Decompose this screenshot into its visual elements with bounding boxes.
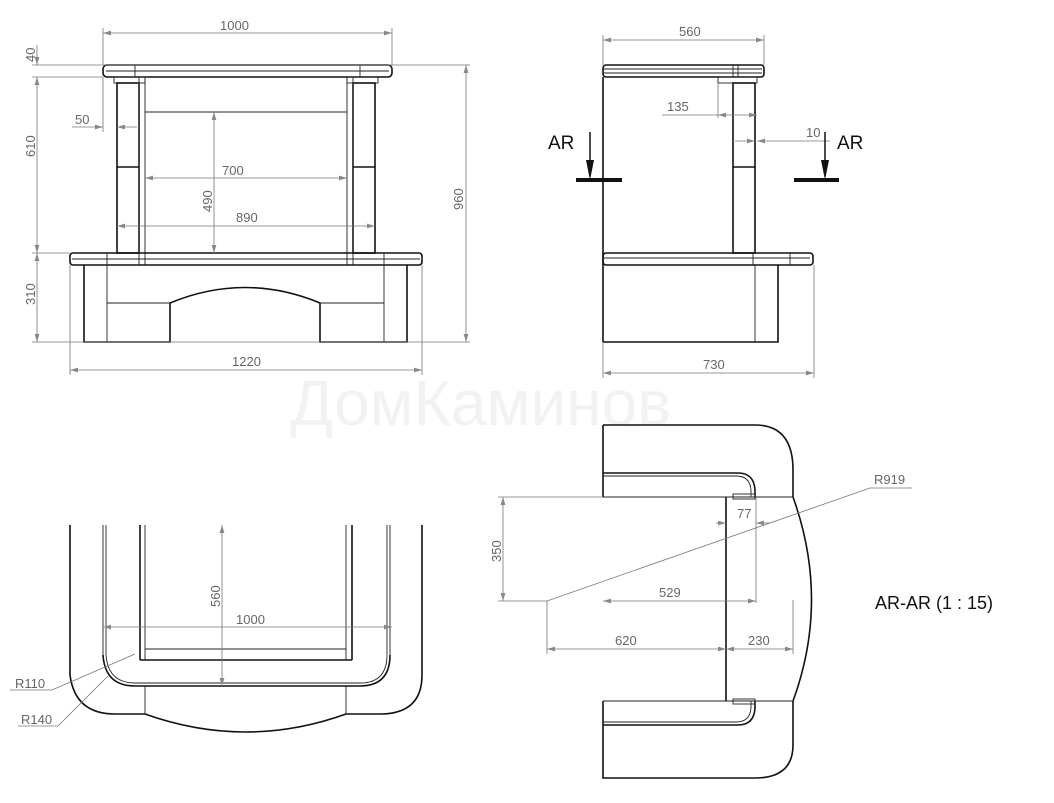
section-marker-right: AR	[794, 132, 863, 182]
plan-view: 560 1000 R110 R140	[10, 525, 423, 733]
section-title: AR-AR (1 : 15)	[875, 593, 993, 613]
dim-77: 77	[737, 506, 751, 521]
dim-columns-span: 890	[236, 210, 258, 225]
dim-total-depth: 730	[703, 357, 725, 372]
dim-total-height: 960	[451, 188, 466, 210]
dim-opening-width: 700	[222, 163, 244, 178]
side-view: 560 135 10 730 AR AR	[548, 24, 863, 378]
dim-column-offset-side: 10	[806, 125, 820, 140]
watermark: ДомКаминов	[290, 367, 671, 439]
dim-radius-919: R919	[874, 472, 905, 487]
dim-plan-depth: 560	[208, 585, 223, 607]
dim-radius-inner: R110	[15, 676, 45, 691]
base-shelf	[69, 252, 423, 266]
svg-text:AR: AR	[548, 133, 574, 154]
dim-column-depth: 135	[667, 99, 689, 114]
front-view: 1000 40 610 310 960 1220 50 700 490 890	[23, 18, 470, 375]
right-column	[352, 82, 376, 254]
section-view: 350 529 620 230 77 R919 AR-AR (1 : 15)	[489, 424, 993, 779]
dim-upper-height: 610	[23, 135, 38, 157]
dim-plan-width: 1000	[236, 612, 265, 627]
dim-column-offset: 50	[75, 112, 89, 127]
dim-base-height: 310	[23, 283, 38, 305]
dim-529: 529	[659, 585, 681, 600]
dim-230: 230	[748, 633, 770, 648]
dim-radius-outer: R140	[21, 712, 52, 727]
left-column	[116, 82, 140, 254]
dim-top-depth: 560	[679, 24, 701, 39]
dim-section-depth: 350	[489, 540, 504, 562]
dim-total-width: 1220	[232, 354, 261, 369]
dim-shelf-thickness: 40	[23, 48, 38, 62]
dim-620: 620	[615, 633, 637, 648]
section-marker-left: AR	[548, 132, 622, 182]
dim-top-width: 1000	[220, 18, 249, 33]
dim-opening-height: 490	[200, 190, 215, 212]
base	[83, 265, 408, 343]
svg-text:AR: AR	[837, 133, 863, 154]
